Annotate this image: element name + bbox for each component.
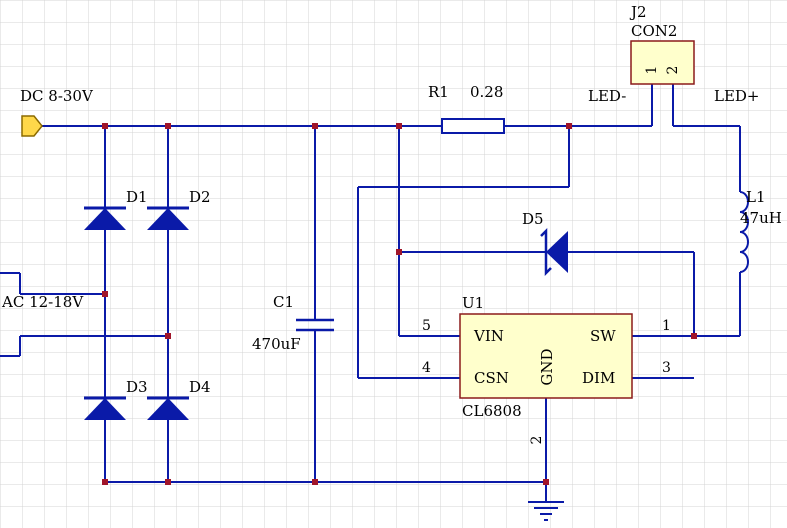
junction-dot — [396, 123, 402, 129]
junction-dot — [165, 123, 171, 129]
wires — [0, 84, 741, 502]
capacitor-c1 — [296, 318, 334, 332]
diode-d3 — [84, 396, 126, 420]
j2-label: J2 — [629, 3, 647, 21]
dc-input-label: DC 8-30V — [20, 87, 94, 105]
diode-d1 — [84, 206, 126, 230]
ground-icon — [528, 501, 564, 521]
connector-j2 — [630, 40, 695, 85]
junction-dot — [396, 249, 402, 255]
junctions — [102, 123, 697, 485]
pin-number-gnd: 2 — [529, 436, 545, 445]
ic-pin-sw: SW — [590, 327, 616, 345]
l1-label: L1 — [746, 188, 766, 206]
u1-part-label: CL6808 — [462, 402, 522, 420]
ac-input-label: AC 12-18V — [1, 293, 84, 311]
inductor-l1 — [739, 191, 749, 273]
diode-d5 — [540, 227, 568, 277]
l1-value: 47uH — [740, 209, 782, 227]
pin-number-csn: 4 — [422, 360, 431, 376]
junction-dot — [102, 479, 108, 485]
junction-dot — [691, 333, 697, 339]
j2-pin1-number: 1 — [644, 66, 660, 75]
c1-value: 470uF — [252, 335, 301, 353]
c1-label: C1 — [273, 293, 294, 311]
ic-pin-csn: CSN — [474, 369, 509, 387]
u1-label: U1 — [462, 294, 484, 312]
diode-d2 — [147, 206, 189, 230]
junction-dot — [102, 291, 108, 297]
led-minus-label: LED- — [588, 87, 626, 105]
r1-label: R1 — [428, 83, 449, 101]
resistor-r1 — [441, 118, 505, 134]
pin-number-vin: 5 — [422, 318, 431, 334]
diode-d4 — [147, 396, 189, 420]
d1-label: D1 — [126, 188, 148, 206]
ic-pin-vin: VIN — [473, 327, 504, 345]
j2-pin2-number: 2 — [665, 66, 681, 75]
d3-label: D3 — [126, 378, 148, 396]
ic-u1-body — [459, 313, 633, 399]
pin-number-dim: 3 — [662, 360, 671, 376]
led-plus-label: LED+ — [714, 87, 760, 105]
junction-dot — [566, 123, 572, 129]
j2-value: CON2 — [631, 22, 677, 40]
dc-port-symbol — [21, 115, 43, 137]
junction-dot — [543, 479, 549, 485]
junction-dot — [165, 333, 171, 339]
d5-label: D5 — [522, 210, 544, 228]
junction-dot — [102, 123, 108, 129]
ic-pin-gnd: GND — [538, 348, 556, 385]
ic-pin-dim: DIM — [582, 369, 615, 387]
junction-dot — [312, 123, 318, 129]
d2-label: D2 — [189, 188, 211, 206]
d4-label: D4 — [189, 378, 211, 396]
junction-dot — [312, 479, 318, 485]
pin-number-sw: 1 — [662, 318, 671, 334]
r1-value: 0.28 — [470, 83, 503, 101]
junction-dot — [165, 479, 171, 485]
